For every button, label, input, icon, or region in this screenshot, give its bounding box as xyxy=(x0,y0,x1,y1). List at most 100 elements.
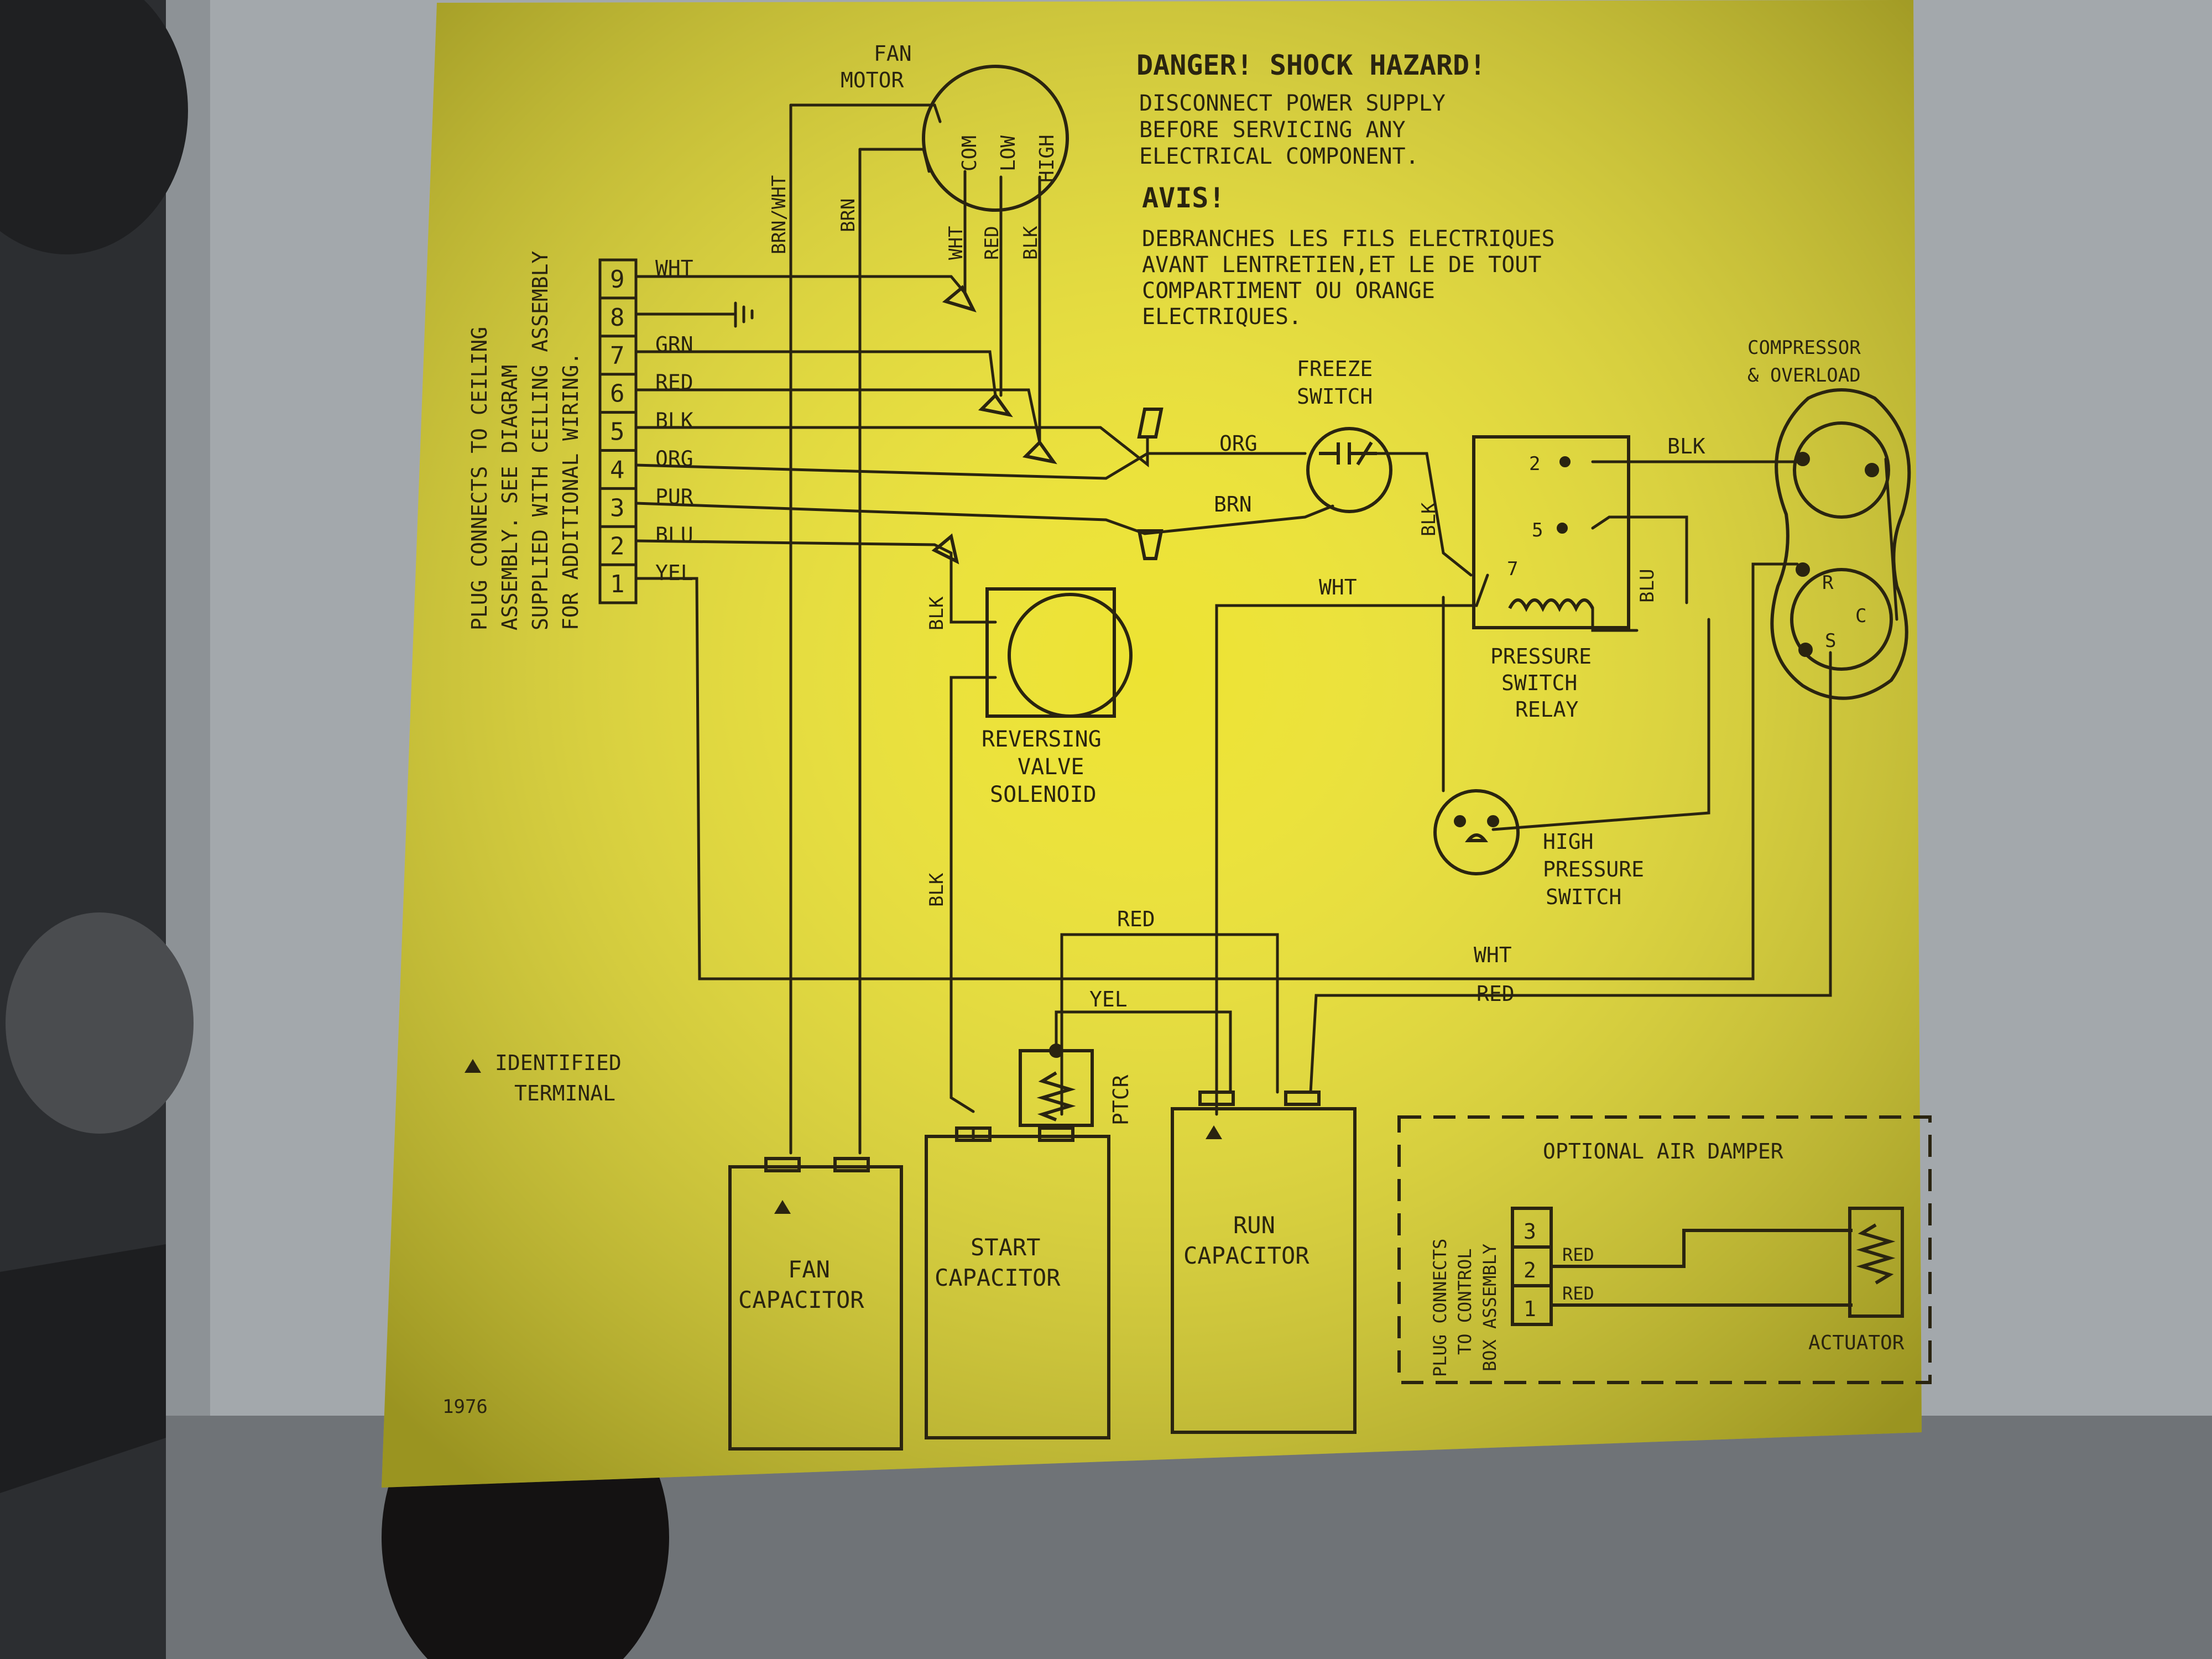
relay-label: PRESSURE xyxy=(1490,644,1592,669)
high-pressure-switch-circle xyxy=(1433,789,1520,875)
damper-terminal-2: 2 xyxy=(1524,1258,1536,1282)
terminal-number: 5 xyxy=(610,418,625,446)
reversing-valve-label: VALVE xyxy=(1018,754,1084,780)
compressor-terminal-s: S xyxy=(1825,630,1836,652)
air-damper-box xyxy=(1397,1115,1932,1384)
terminal-number: 3 xyxy=(610,494,625,522)
wire-label-red: RED xyxy=(1117,907,1155,931)
wire-label-blk: BLK xyxy=(926,596,948,630)
freeze-switch-circle xyxy=(1306,427,1392,513)
start-capacitor-box xyxy=(925,1135,1110,1439)
identified-terminal-markers xyxy=(465,1059,1222,1214)
compressor-terminal-c: C xyxy=(1855,605,1866,627)
terminal-wire-label: BLK xyxy=(655,409,693,433)
screw-head xyxy=(6,912,194,1134)
wire-label-brn: BRN xyxy=(1214,492,1252,517)
terminal-wire-label: BLU xyxy=(655,523,693,547)
terminal-wire-label: YEL xyxy=(655,561,693,585)
plug-note-line: PLUG CONNECTS TO CEILING xyxy=(467,327,492,630)
relay-pin-7: 7 xyxy=(1507,558,1518,580)
legend-label: IDENTIFIED xyxy=(495,1051,622,1075)
wire-label-wht: WHT xyxy=(1474,943,1512,967)
damper-wire-red: RED xyxy=(1562,1283,1594,1304)
high-pressure-label: SWITCH xyxy=(1546,885,1621,909)
dark-fitting xyxy=(0,0,188,254)
warning-line: BEFORE SERVICING ANY xyxy=(1139,117,1406,143)
plug-note: PLUG CONNECTS TO CEILING ASSEMBLY. SEE D… xyxy=(467,251,583,630)
warning-line: ELECTRICAL COMPONENT. xyxy=(1139,144,1419,169)
warning-block: DANGER! SHOCK HAZARD! DISCONNECT POWER S… xyxy=(1136,49,1555,330)
terminal-number: 7 xyxy=(610,342,625,370)
fan-motor-label: FAN xyxy=(874,41,912,66)
corner-code: 1976 xyxy=(442,1396,488,1418)
terminal-number: 1 xyxy=(610,570,625,598)
start-capacitor-label: START xyxy=(971,1234,1040,1261)
wire-label-wht: WHT xyxy=(1319,575,1357,599)
fan-tap-com: COM xyxy=(958,135,981,171)
terminal-block xyxy=(598,258,638,604)
actuator-label: ACTUATOR xyxy=(1808,1332,1905,1354)
fan-tap-high: HIGH xyxy=(1036,134,1058,182)
relay-pin-5: 5 xyxy=(1532,519,1543,541)
legend-label: TERMINAL xyxy=(514,1081,615,1105)
terminal-number: 2 xyxy=(610,532,625,560)
relay-label: SWITCH xyxy=(1501,671,1577,695)
wires xyxy=(634,103,1898,1155)
air-damper-plug-note: PLUG CONNECTS xyxy=(1430,1239,1451,1377)
plug-note-line: FOR ADDITIONAL WIRING. xyxy=(559,352,583,630)
avis-line: COMPARTIMENT OU ORANGE xyxy=(1142,278,1435,304)
wire-label-blu: BLU xyxy=(1636,569,1658,603)
freeze-switch-label: FREEZE xyxy=(1297,357,1373,381)
wire-label-red: RED xyxy=(1477,982,1515,1006)
fan-capacitor-label: CAPACITOR xyxy=(738,1286,864,1313)
terminal-number: 8 xyxy=(610,304,625,332)
damper-terminal-3: 3 xyxy=(1524,1219,1536,1244)
high-pressure-label: PRESSURE xyxy=(1543,857,1644,881)
avis-line: ELECTRIQUES. xyxy=(1142,304,1302,330)
danger-heading: DANGER! SHOCK HAZARD! xyxy=(1136,49,1486,81)
ptcr-label: PTCR xyxy=(1109,1074,1133,1125)
warning-line: DISCONNECT POWER SUPPLY xyxy=(1139,91,1446,116)
wire-label-org: ORG xyxy=(1219,431,1258,456)
component-labels: FAN MOTOR COM LOW HIGH WHT RED BLK BRN/W… xyxy=(442,41,1905,1418)
compressor-label: & OVERLOAD xyxy=(1747,364,1861,387)
fan-tap-low: LOW xyxy=(997,135,1020,171)
wire-label-brn: BRN xyxy=(837,199,859,232)
compressor-outline xyxy=(1770,388,1911,700)
terminal-number: 6 xyxy=(610,380,625,408)
damper-terminal-1: 1 xyxy=(1524,1297,1536,1321)
air-damper-plug-note: BOX ASSEMBLY xyxy=(1479,1244,1500,1371)
wire-label-blk: BLK xyxy=(1418,502,1440,536)
relay-box xyxy=(1472,435,1630,629)
terminal-number: 4 xyxy=(610,456,625,484)
damper-wire-red: RED xyxy=(1562,1244,1594,1265)
relay-label: RELAY xyxy=(1515,697,1579,722)
solenoid-coil xyxy=(1008,593,1133,718)
fan-motor-circle xyxy=(922,65,1069,212)
wire-label-blk: BLK xyxy=(1667,434,1705,458)
plug-note-line: SUPPLIED WITH CEILING ASSEMBLY xyxy=(528,251,552,630)
avis-line: DEBRANCHES LES FILS ELECTRIQUES xyxy=(1142,226,1555,252)
high-pressure-label: HIGH xyxy=(1543,830,1594,854)
avis-heading: AVIS! xyxy=(1142,182,1225,214)
freeze-switch-label: SWITCH xyxy=(1297,384,1373,409)
fan-lead-blk: BLK xyxy=(1020,226,1042,260)
plug-note-line: ASSEMBLY. SEE DIAGRAM xyxy=(498,365,522,630)
fan-capacitor-label: FAN xyxy=(788,1256,830,1283)
air-damper-title: OPTIONAL AIR DAMPER xyxy=(1543,1139,1783,1164)
reversing-valve-label: SOLENOID xyxy=(990,782,1097,807)
start-capacitor-label: CAPACITOR xyxy=(935,1264,1061,1291)
fan-motor-label: MOTOR xyxy=(841,68,904,92)
actuator-box xyxy=(1848,1207,1904,1318)
run-capacitor-label: RUN xyxy=(1233,1212,1275,1239)
fan-lead-red: RED xyxy=(981,226,1003,260)
components xyxy=(728,65,1932,1451)
run-capacitor-box xyxy=(1171,1107,1357,1434)
terminal-number: 9 xyxy=(610,265,625,294)
compressor-label: COMPRESSOR xyxy=(1747,337,1861,359)
run-capacitor-label: CAPACITOR xyxy=(1183,1242,1310,1269)
reversing-valve-label: REVERSING xyxy=(982,727,1102,752)
fan-lead-wht: WHT xyxy=(945,226,967,260)
avis-line: AVANT LENTRETIEN,ET LE DE TOUT xyxy=(1142,252,1541,278)
